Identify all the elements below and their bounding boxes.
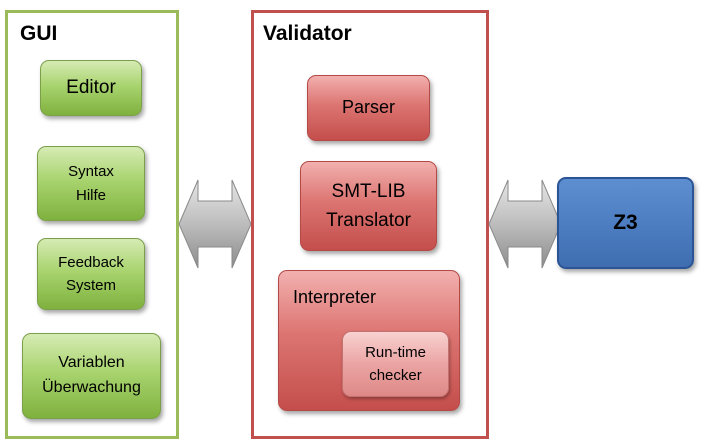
gui-panel <box>5 10 179 439</box>
editor-box: Editor <box>40 60 142 116</box>
z3-box: Z3 <box>557 177 694 269</box>
interpreter-box: Interpreter Run-time checker <box>278 270 460 411</box>
variablen-ueberwachung-box: Variablen Überwachung <box>22 333 161 419</box>
double-arrow-left-icon <box>178 179 252 269</box>
interpreter-label: Interpreter <box>293 287 377 307</box>
validator-panel <box>251 10 489 439</box>
validator-title: Validator <box>263 22 352 45</box>
gui-title: GUI <box>20 22 58 45</box>
smt-lib-translator-box: SMT-LIB Translator <box>300 161 437 251</box>
run-time-checker-box: Run-time checker <box>342 331 449 397</box>
double-arrow-right-icon <box>488 179 562 269</box>
parser-box: Parser <box>307 75 430 141</box>
syntax-hilfe-box: Syntax Hilfe <box>37 146 145 221</box>
feedback-system-box: Feedback System <box>37 238 145 310</box>
